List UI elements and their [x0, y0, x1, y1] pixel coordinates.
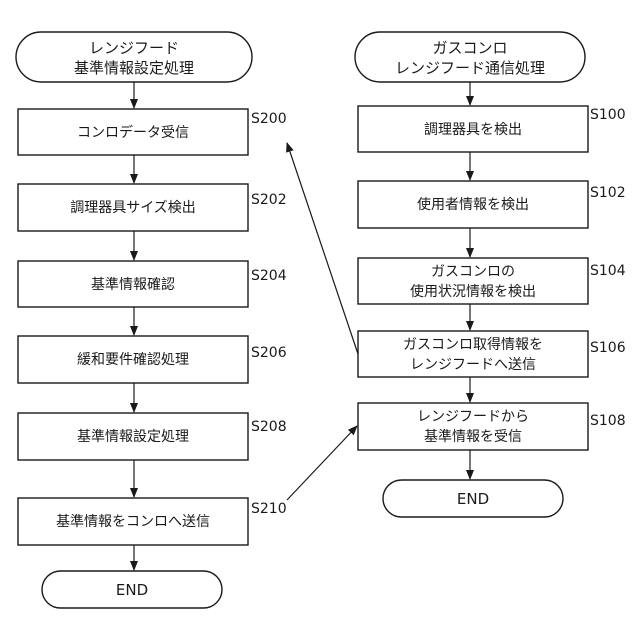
left-step-s204-text: 基準情報確認	[91, 276, 175, 293]
right-step-s104-label: S104	[590, 263, 626, 279]
right-step-s108-label: S108	[590, 413, 626, 429]
right-step-s104-text-line2: 使用状況情報を検出	[410, 283, 536, 300]
right-end-text: END	[457, 490, 489, 508]
right-step-s106-label: S106	[590, 340, 626, 356]
left-step-s206-text: 緩和要件確認処理	[77, 352, 189, 368]
right-step-s108-text-line2: 基準情報を受信	[424, 428, 522, 445]
left-flow: レンジフード 基準情報設定処理 コンロデータ受信 S200 調理器具サイズ検出 …	[16, 32, 287, 608]
left-step-s210-text: 基準情報をコンロへ送信	[56, 513, 210, 530]
cross-arrow-s106-to-s200	[287, 143, 358, 354]
left-end-text: END	[116, 581, 148, 599]
right-step-s106-text-line1: ガスコンロ取得情報を	[403, 336, 543, 353]
left-start-line2: 基準情報設定処理	[74, 59, 194, 77]
right-step-s108-text-line1: レンジフードから	[417, 409, 529, 425]
left-step-s210-label: S210	[251, 501, 287, 517]
right-step-s100-text: 調理器具を検出	[424, 122, 522, 138]
right-step-s100-label: S100	[590, 107, 626, 123]
right-step-s102-text: 使用者情報を検出	[417, 196, 529, 213]
left-step-s204-label: S204	[251, 268, 287, 284]
left-step-s202-label: S202	[251, 192, 287, 208]
cross-arrow-s210-to-s108	[287, 426, 357, 500]
right-step-s106-text-line2: レンジフードへ送信	[410, 357, 536, 373]
right-flow: ガスコンロ レンジフード通信処理 調理器具を検出 S100 使用者情報を検出 S…	[355, 32, 626, 517]
left-start-line1: レンジフード	[89, 39, 179, 57]
right-step-s104-text-line1: ガスコンロの	[431, 264, 515, 280]
left-step-s200-label: S200	[251, 111, 287, 127]
left-step-s206-label: S206	[251, 345, 287, 361]
left-step-s208-text: 基準情報設定処理	[77, 428, 189, 445]
left-step-s200-text: コンロデータ受信	[77, 124, 189, 141]
right-start-line1: ガスコンロ	[432, 39, 507, 57]
right-start-line2: レンジフード通信処理	[395, 59, 545, 77]
left-step-s202-text: 調理器具サイズ検出	[70, 200, 196, 216]
left-step-s208-label: S208	[251, 419, 287, 435]
right-step-s102-label: S102	[590, 185, 626, 201]
